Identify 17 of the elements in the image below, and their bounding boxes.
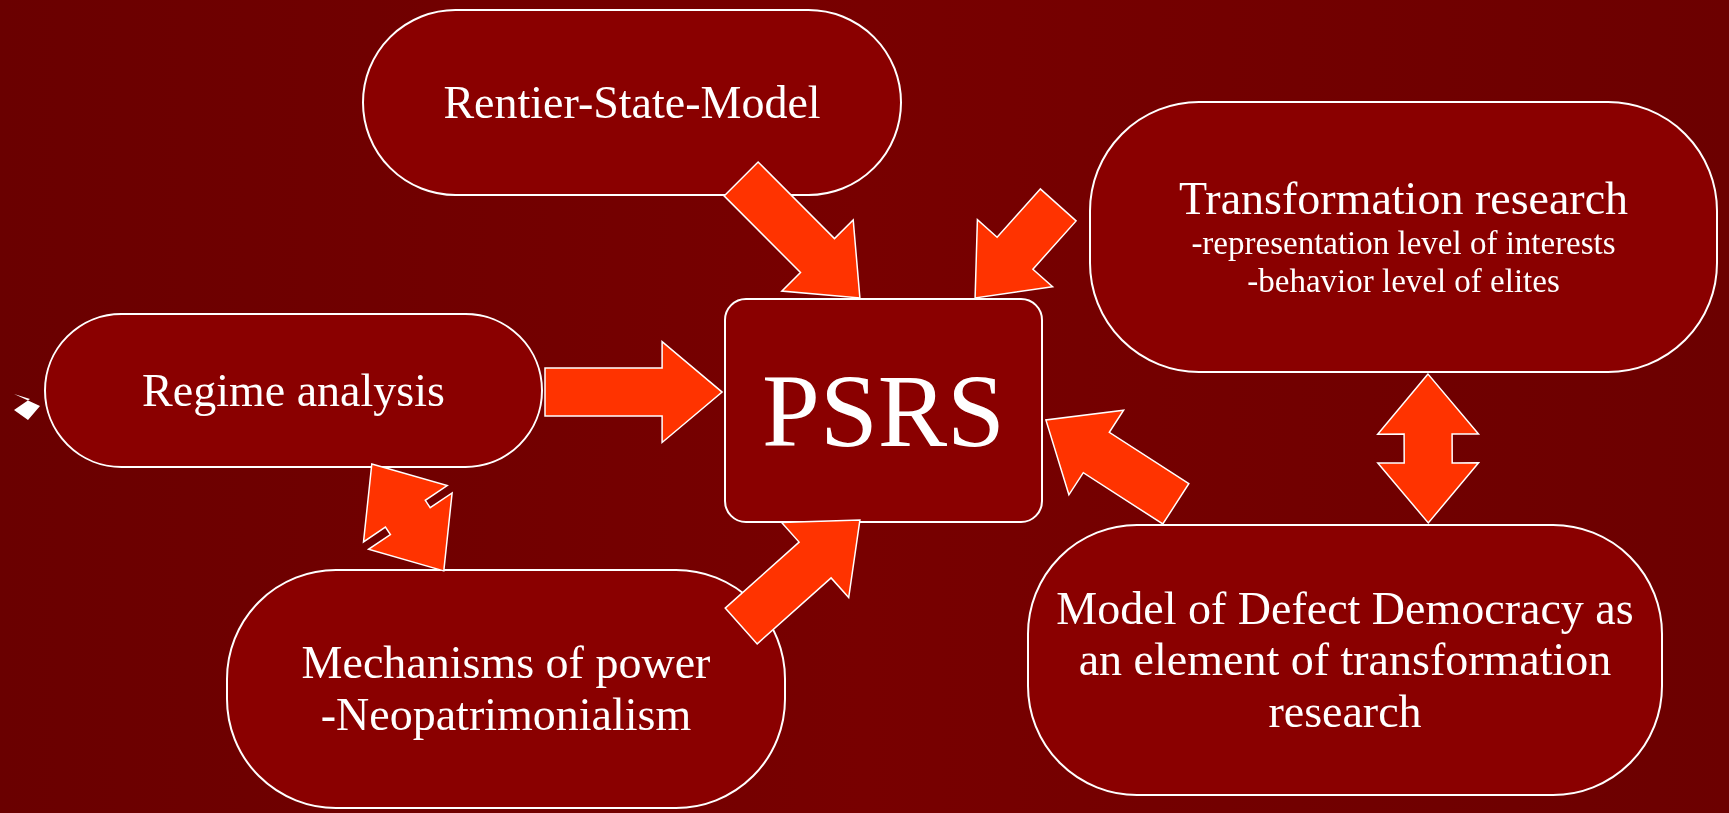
node-title: PSRS (762, 358, 1005, 463)
node-subtitle: -Neopatrimonialism (320, 689, 692, 741)
node-title: Model of Defect Democracy as an element of transformation research (1055, 582, 1635, 738)
block-arrow (1376, 372, 1481, 525)
node-subtitle: -representation level of interests (1191, 224, 1616, 263)
block-arrow (723, 160, 861, 299)
node-title: Mechanisms of power (301, 637, 711, 689)
node-subtitle: -behavior level of elites (1247, 262, 1560, 301)
block-arrow (724, 519, 861, 645)
block-arrow (362, 463, 453, 572)
node-title: Rentier-State-Model (443, 76, 821, 129)
block-arrow (1044, 409, 1190, 526)
center-box (724, 298, 1043, 523)
node-title: Regime analysis (142, 364, 445, 417)
block-arrow (974, 187, 1078, 299)
block-arrow (544, 340, 724, 445)
node-title: Transformation research (1178, 173, 1629, 225)
